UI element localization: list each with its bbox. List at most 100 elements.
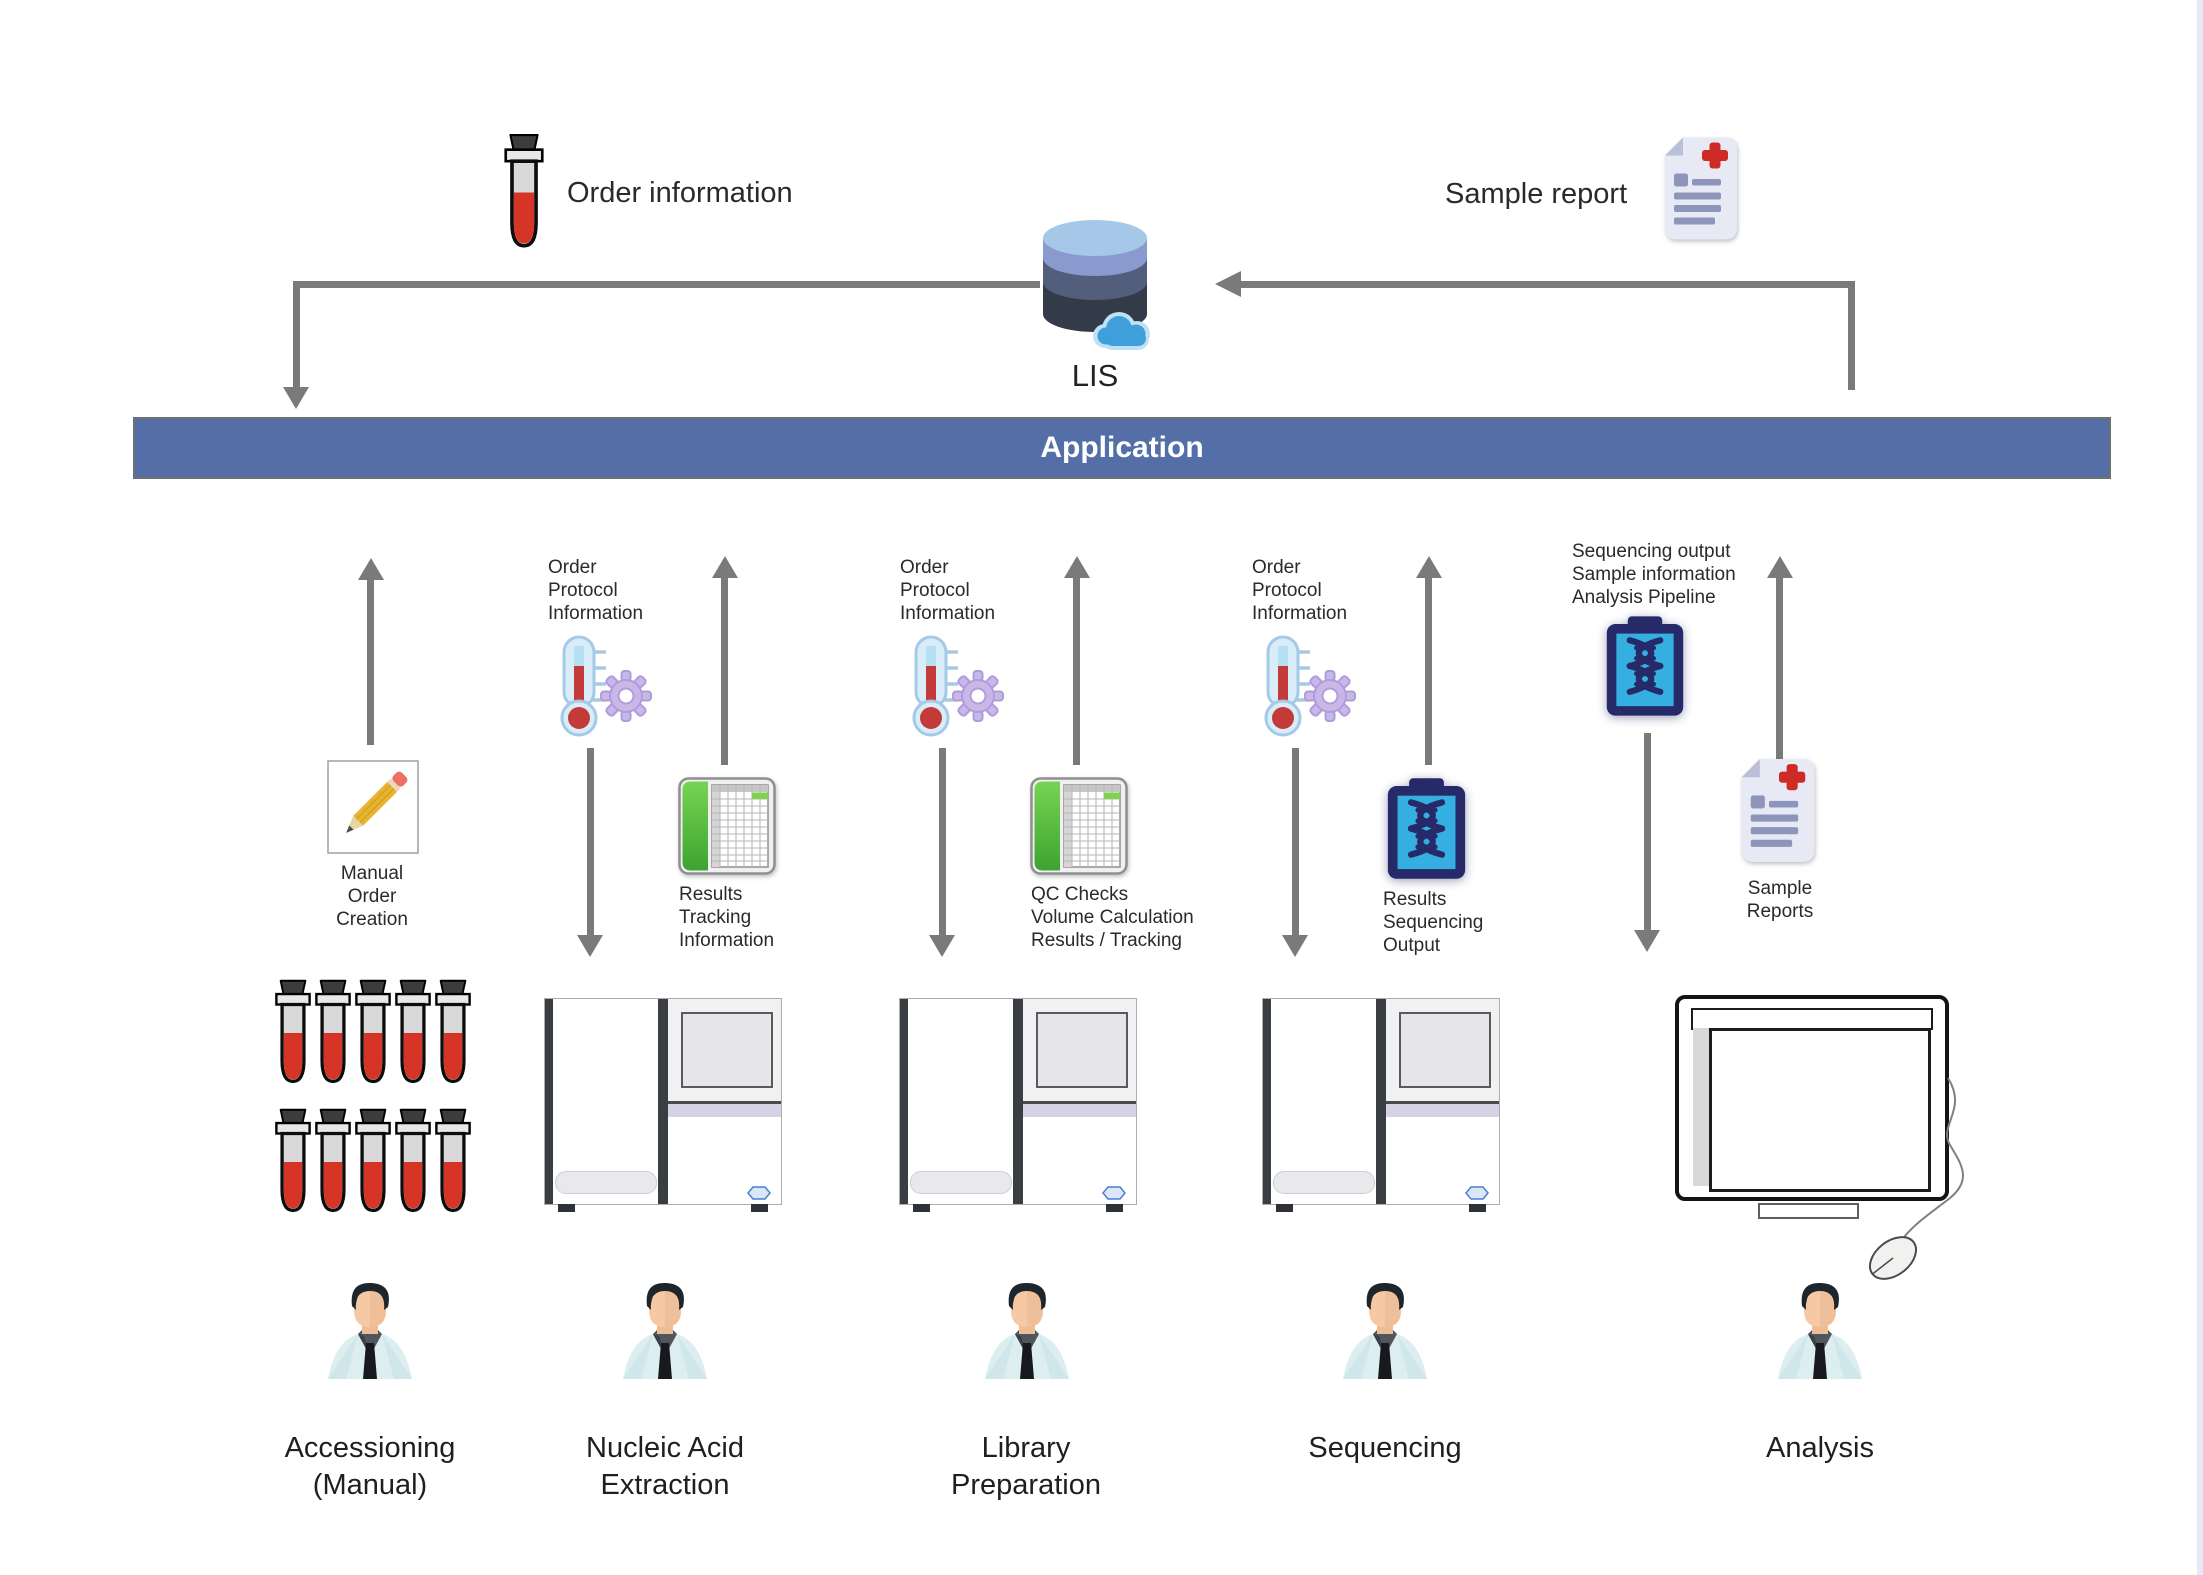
blood-tube-icon: [394, 978, 432, 1088]
down-arrow-libprep-shaft: [939, 748, 946, 935]
dna-clipboard-icon: [1603, 616, 1687, 718]
machine-foot: [1469, 1204, 1486, 1212]
down-arrow-sequencing-shaft: [1292, 748, 1299, 935]
right-edge-strip: [2197, 0, 2203, 1575]
up-arrow-accessioning-shaft: [367, 578, 374, 745]
lab-technician-icon: [982, 1281, 1072, 1381]
up-arrow-sequencing-shaft: [1425, 576, 1432, 765]
stage-label-accessioning: Accessioning (Manual): [284, 1432, 456, 1501]
spreadsheet-icon: [1030, 777, 1128, 875]
up-arrow-libprep: [1064, 556, 1090, 578]
monitor-side-strip: [1693, 1028, 1709, 1186]
blood-tube-icon: [274, 978, 312, 1088]
sample-reports-label: Sample Reports: [1746, 878, 1814, 922]
spreadsheet-icon: [678, 777, 776, 875]
machine-left-strip: [545, 999, 553, 1204]
lis-database-icon: [1043, 220, 1150, 350]
blood-tube-icon: [434, 1107, 472, 1217]
lis-label: LIS: [1071, 358, 1119, 393]
connector-lis-to-application-vertical: [293, 281, 300, 387]
order-information-label: Order information: [567, 177, 793, 209]
blood-tube-icon: [394, 1107, 432, 1217]
arrowhead-down-into-application: [283, 387, 309, 409]
sample-report-label: Sample report: [1445, 178, 1628, 210]
connector-lis-to-application-horizontal: [296, 281, 1040, 288]
lab-technician-icon: [1775, 1281, 1865, 1381]
thermometer-gear-icon: [900, 634, 1004, 738]
order-sample-tube-icon: [503, 134, 545, 251]
manual-order-creation-label: Manual Order Creation: [336, 863, 408, 930]
down-arrow-analysis-shaft: [1644, 733, 1651, 930]
application-bar: Application: [133, 417, 2111, 479]
dna-clipboard-icon: [1384, 778, 1469, 881]
blood-tube-icon: [354, 978, 392, 1088]
up-arrow-analysis: [1767, 556, 1793, 578]
machine-divider: [1013, 999, 1023, 1204]
machine-screen-panel: [668, 999, 781, 1104]
machine-handle: [555, 1171, 657, 1194]
machine-divider: [658, 999, 668, 1204]
results-sequencing-output-label: Results Sequencing Output: [1383, 889, 1484, 956]
order-protocol-info-libprep: Order Protocol Information: [900, 557, 996, 624]
up-arrow-analysis-shaft: [1776, 576, 1783, 765]
machine-screen: [1036, 1012, 1128, 1088]
monitor-top-bar: [1691, 1008, 1933, 1030]
computer-monitor-icon: [1675, 995, 1949, 1201]
sequencer-machine-icon: [899, 998, 1137, 1212]
blood-tube-rack: [274, 978, 476, 1220]
up-arrow-accessioning: [358, 558, 384, 580]
blood-tube-icon: [434, 978, 472, 1088]
down-arrow-libprep: [929, 935, 955, 957]
qc-checks-label: QC Checks Volume Calculation Results / T…: [1031, 884, 1194, 951]
blood-tube-icon: [274, 1107, 312, 1217]
machine-accent-strip: [1386, 1104, 1499, 1117]
machine-logo-icon: [1465, 1186, 1489, 1200]
lab-technician-icon: [620, 1281, 710, 1381]
machine-handle: [910, 1171, 1012, 1194]
up-arrow-libprep-shaft: [1073, 576, 1080, 765]
stage-label-sequencing: Sequencing: [1308, 1432, 1462, 1464]
results-tracking-info-label: Results Tracking Information: [679, 884, 775, 951]
blood-tube-icon: [314, 1107, 352, 1217]
sequencer-machine-icon: [1262, 998, 1500, 1212]
machine-foot: [751, 1204, 768, 1212]
down-arrow-analysis: [1634, 930, 1660, 952]
machine-screen-panel: [1386, 999, 1499, 1104]
thermometer-gear-icon: [548, 634, 652, 738]
stage-label-analysis: Analysis: [1766, 1432, 1874, 1464]
down-arrow-sequencing: [1282, 935, 1308, 957]
machine-foot: [1106, 1204, 1123, 1212]
pipeline-info-analysis: Sequencing output Sample information Ana…: [1572, 541, 1736, 608]
connector-application-to-lis-horizontal: [1241, 281, 1855, 288]
machine-foot: [913, 1204, 930, 1212]
stage-label-extraction: Nucleic Acid Extraction: [586, 1432, 744, 1501]
connector-application-to-lis-vertical: [1848, 281, 1855, 390]
up-arrow-sequencing: [1416, 556, 1442, 578]
pencil-paper-icon: [327, 760, 419, 854]
machine-screen-panel: [1023, 999, 1136, 1104]
machine-logo-icon: [1102, 1186, 1126, 1200]
machine-screen: [681, 1012, 773, 1088]
up-arrow-extraction: [712, 556, 738, 578]
application-label: Application: [1040, 431, 1204, 464]
thermometer-gear-icon: [1252, 634, 1356, 738]
blood-tube-icon: [354, 1107, 392, 1217]
lab-technician-icon: [325, 1281, 415, 1381]
machine-handle: [1273, 1171, 1375, 1194]
machine-left-strip: [900, 999, 908, 1204]
machine-screen: [1399, 1012, 1491, 1088]
machine-accent-strip: [1023, 1104, 1136, 1117]
order-protocol-info-extraction: Order Protocol Information: [548, 557, 644, 624]
down-arrow-extraction-shaft: [587, 748, 594, 935]
arrowhead-left-into-lis: [1215, 271, 1241, 297]
medical-report-icon: [1739, 757, 1817, 864]
cloud-icon: [1093, 312, 1150, 350]
sample-report-icon: [1663, 135, 1739, 242]
machine-accent-strip: [668, 1104, 781, 1117]
machine-logo-icon: [747, 1186, 771, 1200]
lab-technician-icon: [1340, 1281, 1430, 1381]
mouse-icon: [1868, 1077, 1964, 1280]
up-arrow-extraction-shaft: [721, 576, 728, 765]
stage-label-libprep: Library Preparation: [951, 1432, 1101, 1501]
